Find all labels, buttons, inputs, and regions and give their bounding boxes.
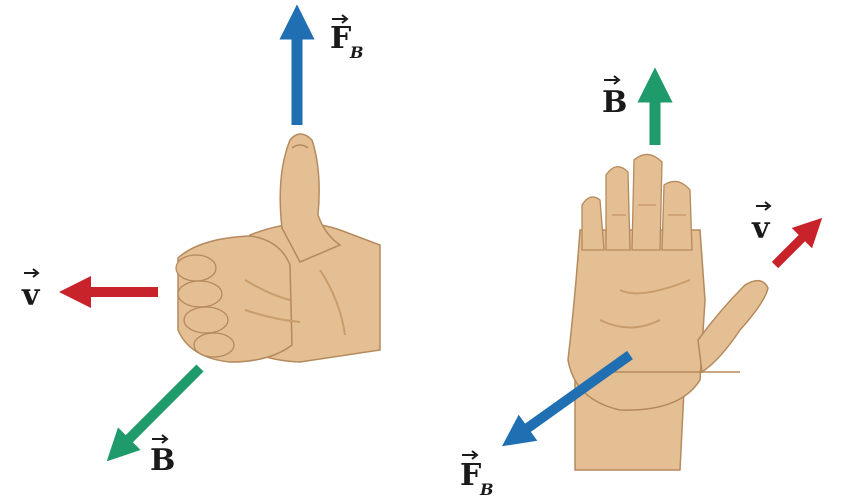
right-field-label: B	[602, 76, 627, 120]
right-force-label: F B	[460, 451, 494, 499]
right-force-subscript: B	[479, 480, 494, 499]
right-hand-diagram: B v F B	[460, 76, 812, 499]
left-hand-illustration	[176, 134, 380, 362]
right-velocity-letter: v	[751, 211, 771, 246]
left-force-letter: F	[330, 21, 351, 56]
right-velocity-label: v	[751, 202, 771, 246]
left-hand-diagram: F B v B	[21, 15, 380, 478]
left-velocity-label: v	[21, 269, 41, 313]
left-force-subscript: B	[349, 43, 364, 62]
left-field-letter: B	[150, 443, 175, 478]
left-field-arrow	[118, 368, 200, 450]
right-force-letter: F	[460, 458, 481, 493]
right-velocity-arrow	[775, 228, 812, 265]
right-hand-illustration	[568, 154, 768, 470]
left-force-label: F B	[330, 15, 364, 62]
left-field-label: B	[150, 435, 175, 478]
left-velocity-letter: v	[21, 278, 41, 313]
right-field-letter: B	[602, 85, 627, 120]
